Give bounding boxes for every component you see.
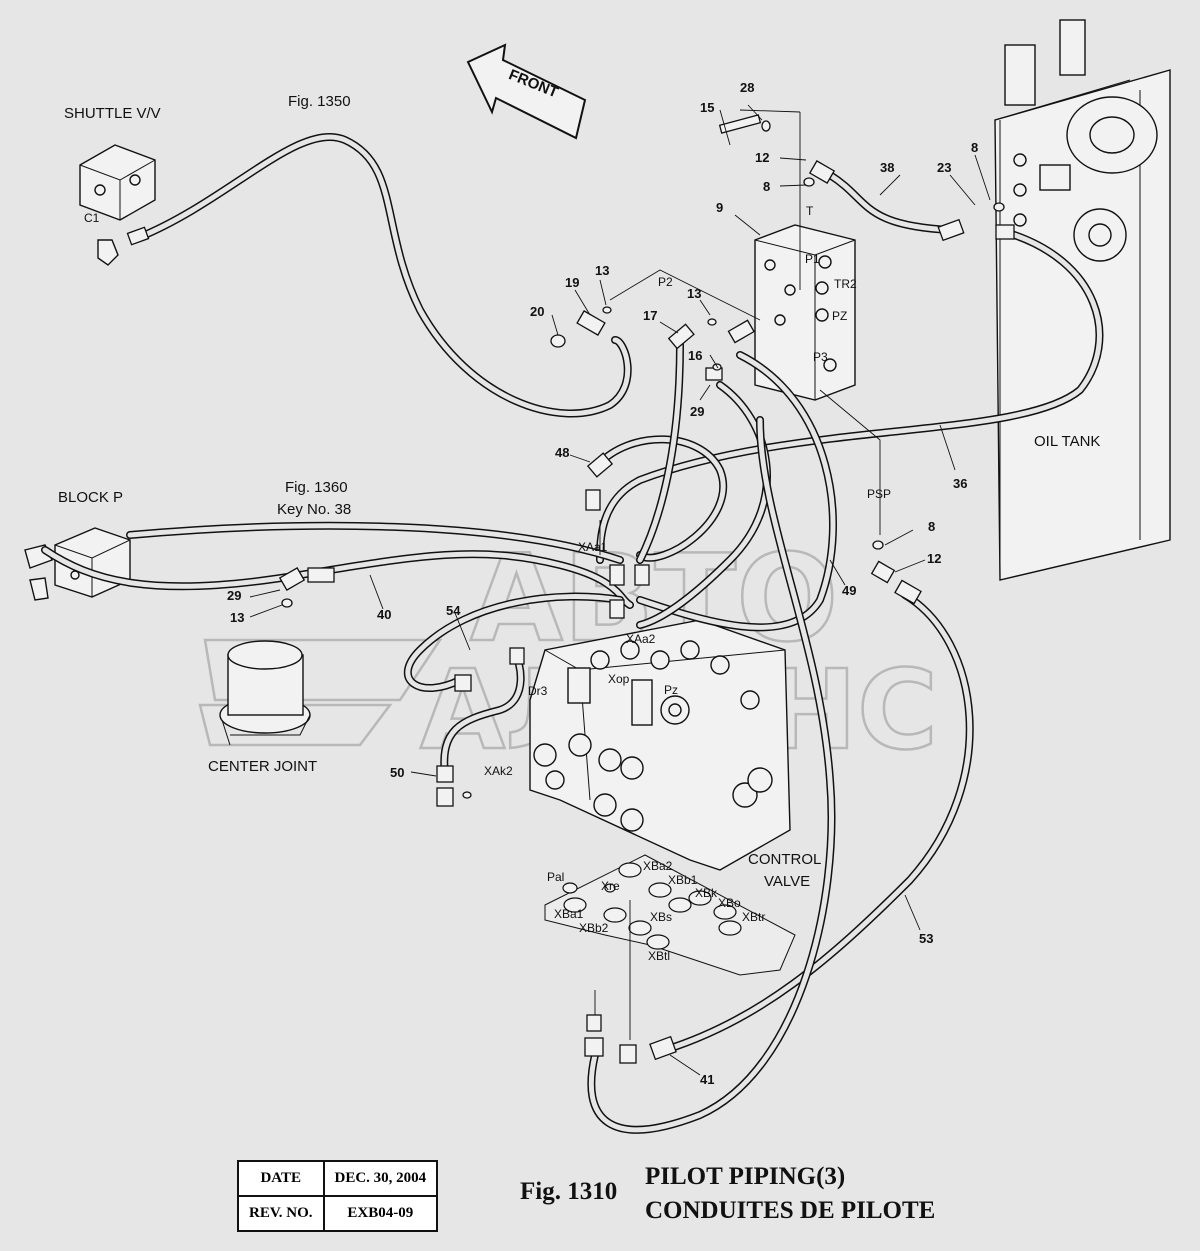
figure-title-fr: CONDUITES DE PILOTE — [645, 1197, 936, 1224]
watermark-logo — [198, 638, 443, 747]
part-20: 20 — [530, 304, 544, 319]
hose-block-p-upper — [126, 521, 624, 564]
oil-tank — [994, 19, 1171, 581]
fig1350-label: Fig. 1350 — [288, 93, 351, 110]
part-numbers: 28 15 12 8 38 23 8 9 19 13 20 13 17 16 2… — [227, 80, 978, 1087]
port-xbb2: XBb2 — [579, 921, 609, 935]
hose-53 — [661, 591, 974, 1054]
port-c1: C1 — [84, 211, 100, 225]
part-17: 17 — [643, 308, 657, 323]
port-xbtr: XBtr — [742, 910, 765, 924]
hose-36 — [596, 228, 1104, 564]
oil-tank-label: OIL TANK — [1034, 433, 1100, 450]
port-labels: C1 T P1 TR2 PZ P3 P2 PSP XAa1 XAa2 Xop P… — [84, 204, 891, 963]
hose-29 — [636, 381, 771, 629]
center-joint-label: CENTER JOINT — [208, 758, 317, 775]
part-8-tank: 8 — [971, 140, 978, 155]
port-xbtl: XBtl — [648, 949, 670, 963]
block-p-label: BLOCK P — [58, 489, 123, 506]
port-xba1: XBa1 — [554, 907, 584, 921]
port-xre: Xre — [601, 879, 620, 893]
figure-number: Fig. 1310 — [520, 1178, 618, 1205]
figure-title-en: PILOT PIPING(3) — [645, 1163, 846, 1190]
control-valve-label-2: VALVE — [764, 873, 810, 890]
port-xaa1: XAa1 — [578, 540, 608, 554]
part-16: 16 — [688, 348, 702, 363]
front-arrow: FRONT — [466, 43, 587, 140]
port-xbo: XBo — [718, 896, 741, 910]
shuttle-valve-label: SHUTTLE V/V — [64, 105, 161, 122]
part-49: 49 — [842, 583, 856, 598]
part-13-mid: 13 — [687, 286, 701, 301]
port-p2: P2 — [658, 275, 673, 289]
part-8-upper: 8 — [763, 179, 770, 194]
part-13-upper: 13 — [595, 263, 609, 278]
part-54: 54 — [446, 603, 461, 618]
manifold-block — [754, 224, 856, 401]
part-29-upper: 29 — [690, 404, 704, 419]
part-50: 50 — [390, 765, 404, 780]
hose-50 — [440, 651, 525, 779]
part-48: 48 — [555, 445, 569, 460]
fittings — [126, 114, 1015, 1064]
port-xba2: XBa2 — [643, 859, 673, 873]
shuttle-valve — [79, 144, 156, 266]
hose-38 — [826, 171, 954, 234]
title-block: DATE DEC. 30, 2004 REV. NO. EXB04-09 — [237, 1160, 439, 1232]
hose-54 — [403, 592, 624, 692]
hose-40 — [41, 546, 634, 609]
rev-value: EXB04-09 — [322, 1195, 439, 1232]
control-valve — [529, 619, 791, 871]
part-41: 41 — [700, 1072, 714, 1087]
port-t: T — [806, 204, 814, 218]
port-p1: P1 — [805, 252, 820, 266]
part-29-lower: 29 — [227, 588, 241, 603]
port-psp: PSP — [867, 487, 891, 501]
control-valve-label-1: CONTROL — [748, 851, 821, 868]
center-joint — [219, 640, 311, 746]
part-19: 19 — [565, 275, 579, 290]
port-xop: Xop — [608, 672, 630, 686]
part-9: 9 — [716, 200, 723, 215]
hose-48 — [594, 435, 727, 562]
port-xbs: XBs — [650, 910, 672, 924]
part-36: 36 — [953, 476, 967, 491]
part-40: 40 — [377, 607, 391, 622]
hose-41 — [587, 416, 836, 1134]
part-8-psp: 8 — [928, 519, 935, 534]
part-53: 53 — [919, 931, 933, 946]
part-28: 28 — [740, 80, 754, 95]
port-pz: PZ — [832, 309, 847, 323]
hose-49 — [636, 351, 837, 632]
port-tr2: TR2 — [834, 277, 857, 291]
port-dr3: Dr3 — [528, 684, 548, 698]
rev-label: REV. NO. — [237, 1195, 325, 1232]
hose-17 — [636, 341, 684, 564]
hose-fig1350 — [136, 132, 632, 418]
port-pz2: Pz — [664, 683, 678, 697]
part-12-upper: 12 — [755, 150, 769, 165]
port-pal: Pal — [547, 870, 564, 884]
part-13-lower: 13 — [230, 610, 244, 625]
port-xbk: XBk — [695, 886, 718, 900]
leader-lines — [249, 104, 991, 1076]
date-label: DATE — [237, 1160, 325, 1197]
port-xak2: XAk2 — [484, 764, 513, 778]
date-value: DEC. 30, 2004 — [322, 1160, 439, 1197]
port-plate — [544, 854, 796, 976]
port-xbb1: XBb1 — [668, 873, 698, 887]
key38-label: Key No. 38 — [277, 501, 351, 518]
part-23: 23 — [937, 160, 951, 175]
part-38: 38 — [880, 160, 894, 175]
part-15: 15 — [700, 100, 714, 115]
port-p3: P3 — [813, 350, 828, 364]
text-labels: SHUTTLE V/V Fig. 1350 BLOCK P Fig. 1360 … — [58, 93, 1100, 890]
fig1360-label: Fig. 1360 — [285, 479, 348, 496]
port-xaa2: XAa2 — [626, 632, 656, 646]
hoses — [41, 132, 1104, 1134]
part-12-psp: 12 — [927, 551, 941, 566]
